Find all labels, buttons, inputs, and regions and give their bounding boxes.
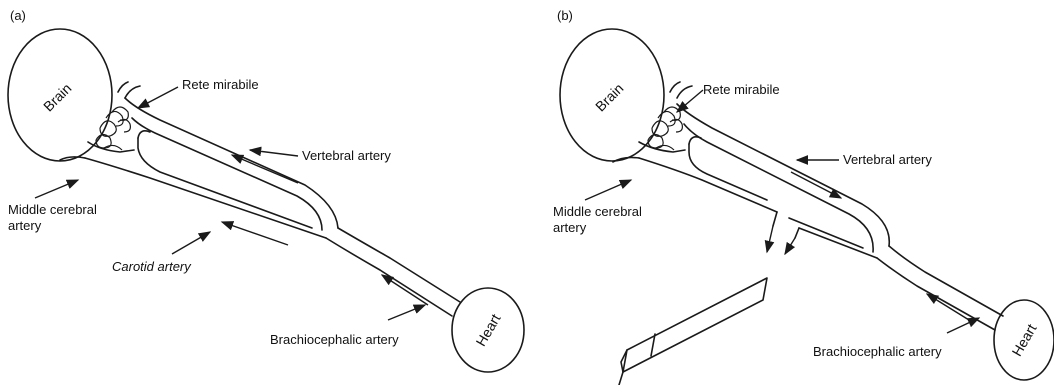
vertebral-artery-label-a: Vertebral artery <box>302 148 391 163</box>
pointers-b <box>585 90 979 333</box>
middle-cerebral-label-a-line1: Middle cerebral <box>8 202 97 217</box>
brachiocephalic-label-b: Brachiocephalic artery <box>813 344 942 359</box>
vessels-b <box>613 82 1003 330</box>
heart-a: Heart <box>452 288 524 372</box>
middle-cerebral-label-b-line1: Middle cerebral <box>553 204 642 219</box>
heart-a-label: Heart <box>473 311 504 349</box>
panel-a-diagram: (a) Brain Heart <box>0 0 527 385</box>
panel-b: (b) Brain Heart <box>527 0 1054 385</box>
heart-b: Heart <box>994 300 1054 380</box>
flow-arrows-a <box>222 155 428 305</box>
brain-b-label: Brain <box>592 80 626 114</box>
brain-a-label: Brain <box>40 80 74 114</box>
vertebral-artery-label-b: Vertebral artery <box>843 152 932 167</box>
vessels-a <box>60 82 460 316</box>
middle-cerebral-label-a-line2: artery <box>8 218 42 233</box>
rete-mirabile-b <box>648 107 682 150</box>
ligature-block-b <box>619 278 767 385</box>
panel-b-diagram: (b) Brain Heart <box>527 0 1054 385</box>
rete-mirabile-a <box>96 107 130 150</box>
middle-cerebral-label-b-line2: artery <box>553 220 587 235</box>
panel-b-tag: (b) <box>557 8 573 23</box>
rete-mirabile-label-a: Rete mirabile <box>182 77 259 92</box>
panel-a: (a) Brain Heart <box>0 0 527 385</box>
panel-a-tag: (a) <box>10 8 26 23</box>
rete-mirabile-label-b: Rete mirabile <box>703 82 780 97</box>
brachiocephalic-label-a: Brachiocephalic artery <box>270 332 399 347</box>
carotid-artery-label-a: Carotid artery <box>112 259 192 274</box>
heart-b-label: Heart <box>1009 321 1040 359</box>
